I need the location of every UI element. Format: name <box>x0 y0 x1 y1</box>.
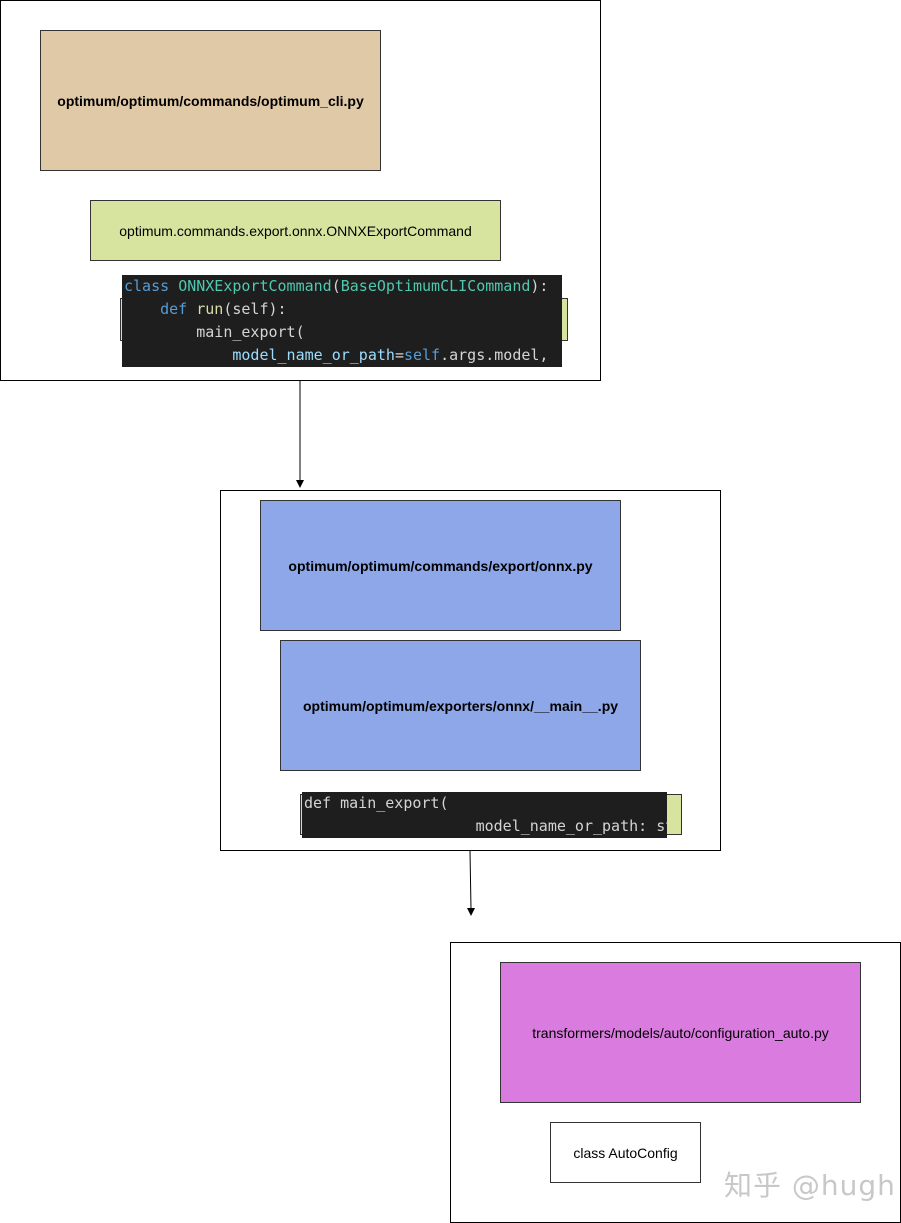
code-paren-close: ): <box>530 277 549 295</box>
class-box-auto-config-label: class AutoConfig <box>573 1144 678 1161</box>
file-box-configuration-auto: transformers/models/auto/configuration_a… <box>500 962 861 1103</box>
code-func-run: run <box>196 300 224 318</box>
file-box-configuration-auto-label: transformers/models/auto/configuration_a… <box>532 1024 829 1041</box>
code-run-args: (self): <box>223 300 287 318</box>
class-box-onnx-export-command: optimum.commands.export.onnx.ONNXExportC… <box>90 200 501 261</box>
class-box-auto-config: class AutoConfig <box>550 1122 701 1183</box>
code-self: self <box>403 346 441 364</box>
class-box-onnx-export-command-label: optimum.commands.export.onnx.ONNXExportC… <box>119 222 472 239</box>
code-param-model-name: model_name_or_path: str, <box>475 817 667 835</box>
file-box-optimum-cli-label: optimum/optimum/commands/optimum_cli.py <box>57 92 364 109</box>
code-args-model: .args.model, <box>440 346 549 364</box>
code-equals: = <box>394 346 404 364</box>
file-box-exporters-onnx-main-label: optimum/optimum/exporters/onnx/__main__.… <box>302 697 619 714</box>
code-keyword-def: def <box>160 300 188 318</box>
code-base-class: BaseOptimumCLICommand <box>340 277 531 295</box>
code-paren: ( <box>331 277 341 295</box>
code-def-main-export: def main_export( <box>304 794 449 812</box>
file-box-commands-export-onnx: optimum/optimum/commands/export/onnx.py <box>260 500 621 631</box>
code-class-name: ONNXExportCommand <box>178 277 332 295</box>
code-snippet-main-export: def main_export( model_name_or_path: str… <box>302 792 667 838</box>
file-box-exporters-onnx-main: optimum/optimum/exporters/onnx/__main__.… <box>280 640 641 771</box>
code-param-name: model_name_or_path <box>232 346 395 364</box>
file-box-commands-export-onnx-label: optimum/optimum/commands/export/onnx.py <box>288 557 593 574</box>
code-main-export-call: main_export( <box>196 323 305 341</box>
code-snippet-onnx-export-command: class ONNXExportCommand(BaseOptimumCLICo… <box>122 275 562 367</box>
file-box-optimum-cli: optimum/optimum/commands/optimum_cli.py <box>40 30 381 171</box>
code-keyword: class <box>124 277 170 295</box>
watermark-text: 知乎 @hugh <box>724 1169 896 1202</box>
